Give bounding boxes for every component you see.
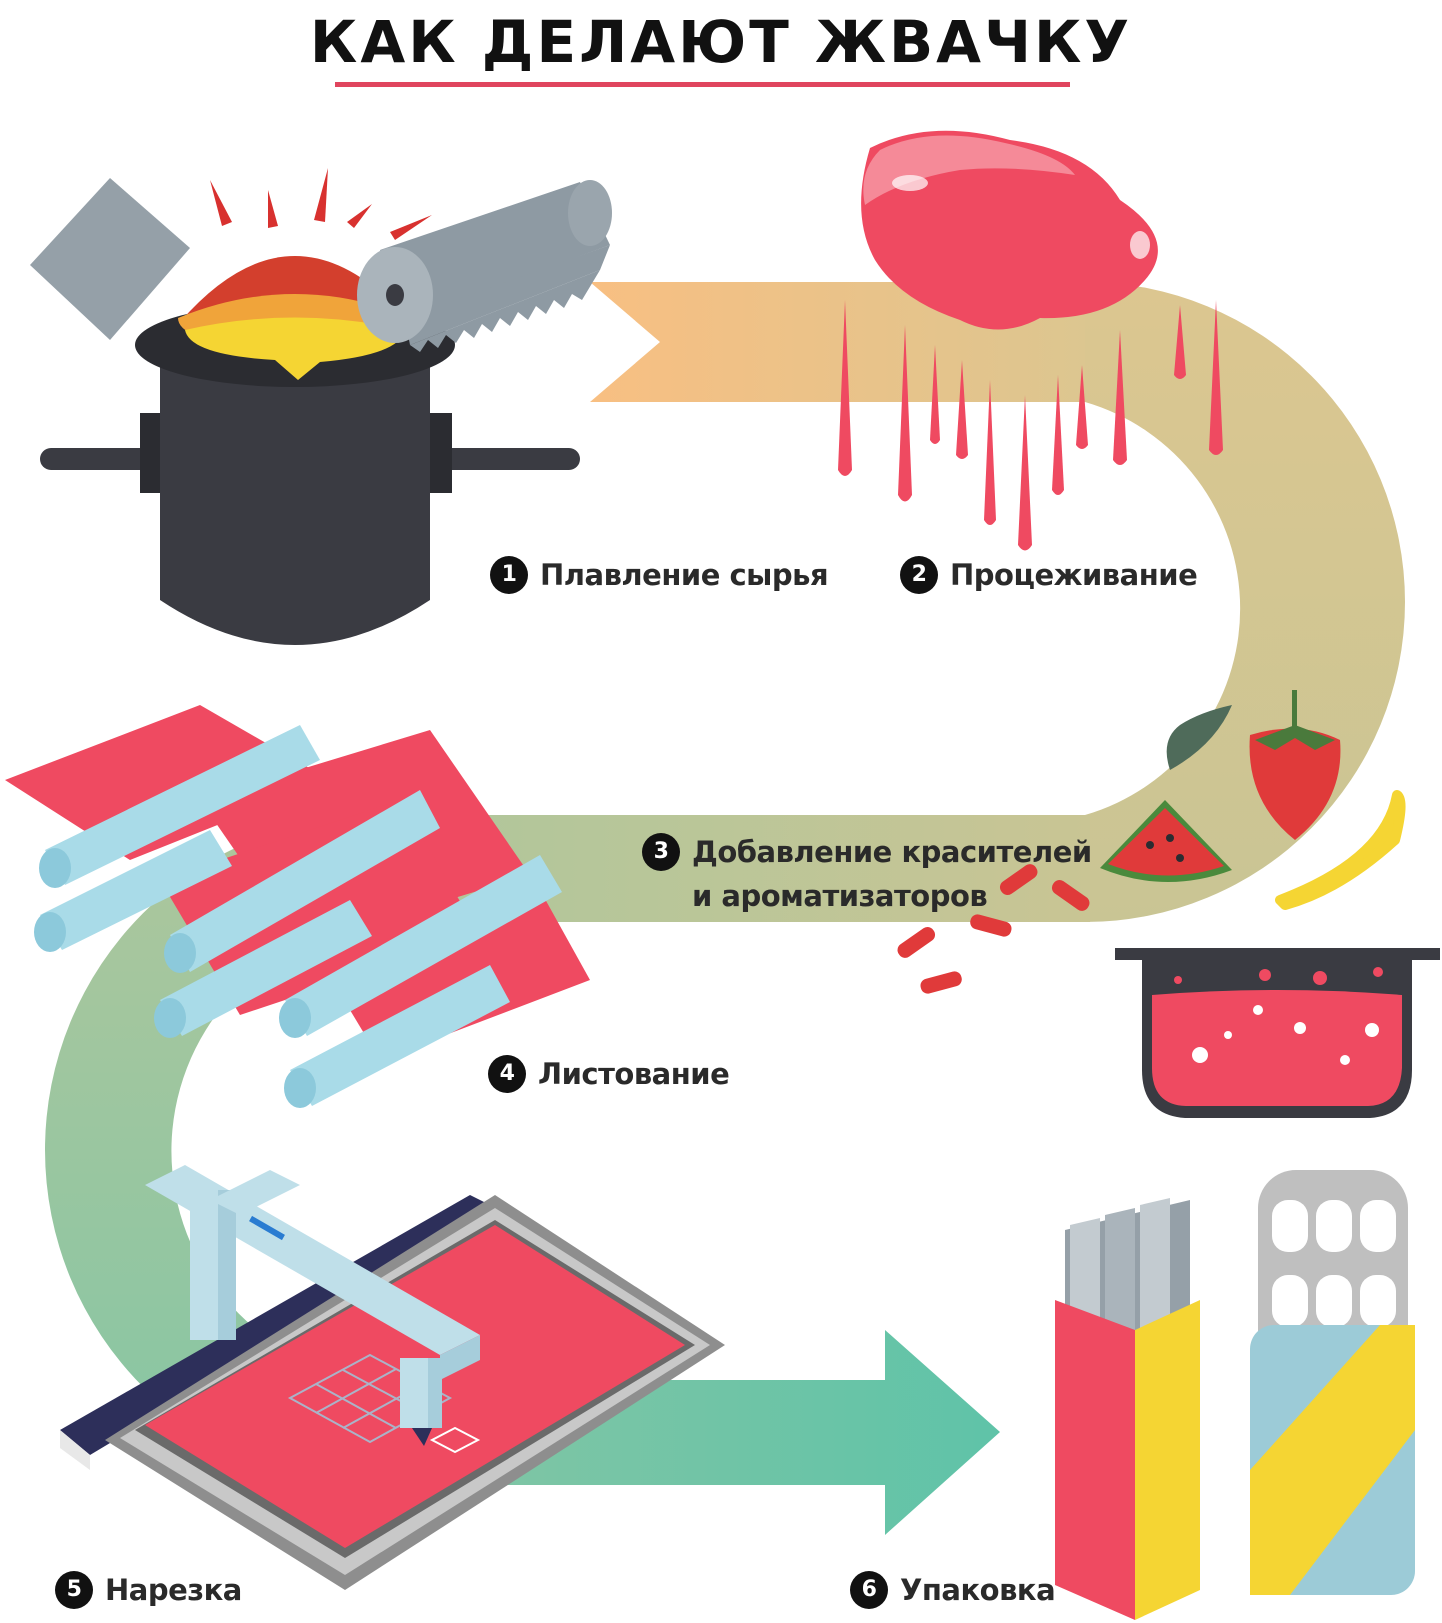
pot-illustration: [30, 168, 580, 645]
step-3-number: 3: [642, 833, 680, 871]
step-5-label: Нарезка: [105, 1573, 242, 1607]
step-5: 5 Нарезка: [55, 1568, 242, 1612]
flow-band: [45, 282, 1405, 1535]
step-3: 3 Добавление красителей и ароматизаторов: [642, 830, 1092, 918]
packaging-icons: [1055, 1170, 1415, 1620]
banana-icon: [1275, 790, 1406, 910]
page-title: КАК ДЕЛАЮТ ЖВАЧКУ: [309, 8, 1133, 76]
step-1: 1 Плавление сырья: [490, 553, 829, 597]
step-4: 4 Листование: [488, 1052, 730, 1096]
sheeting-rollers: [5, 705, 590, 1108]
mixing-bowl-icon: [1115, 948, 1440, 1118]
step-3-label-line2: и ароматизаторов: [692, 879, 988, 913]
step-1-label: Плавление сырья: [540, 558, 829, 592]
flavour-icons: [897, 690, 1406, 994]
wrapper-sheet-icon: [30, 178, 190, 340]
step-2-label: Процеживание: [950, 558, 1198, 592]
title-underline: [335, 82, 1070, 87]
stick-pack-icon: [1055, 1198, 1200, 1620]
colour-pellets: [897, 864, 1090, 994]
step-2-number: 2: [900, 556, 938, 594]
gum-blob-icon: [861, 130, 1158, 330]
gum-drips: [838, 300, 1223, 551]
step-4-label: Листование: [538, 1057, 730, 1091]
mint-leaf-icon: [1166, 705, 1232, 770]
step-6: 6 Упаковка: [850, 1568, 1056, 1612]
flow-curve-right: [1085, 282, 1405, 922]
step-1-number: 1: [490, 556, 528, 594]
heat-rays: [210, 168, 432, 240]
step-2: 2 Процеживание: [900, 553, 1198, 597]
step-5-number: 5: [55, 1571, 93, 1609]
strawberry-icon: [1249, 690, 1341, 840]
roller-cutter-icon: [357, 180, 612, 352]
flow-curve-left: [45, 815, 380, 1485]
step-3-label: Добавление красителей: [692, 835, 1092, 869]
blister-pack-icon: [1250, 1170, 1415, 1595]
step-6-number: 6: [850, 1571, 888, 1609]
watermelon-icon: [1100, 800, 1232, 883]
cutting-machine: [60, 1165, 725, 1590]
step-6-label: Упаковка: [900, 1573, 1056, 1607]
step-4-number: 4: [488, 1055, 526, 1093]
